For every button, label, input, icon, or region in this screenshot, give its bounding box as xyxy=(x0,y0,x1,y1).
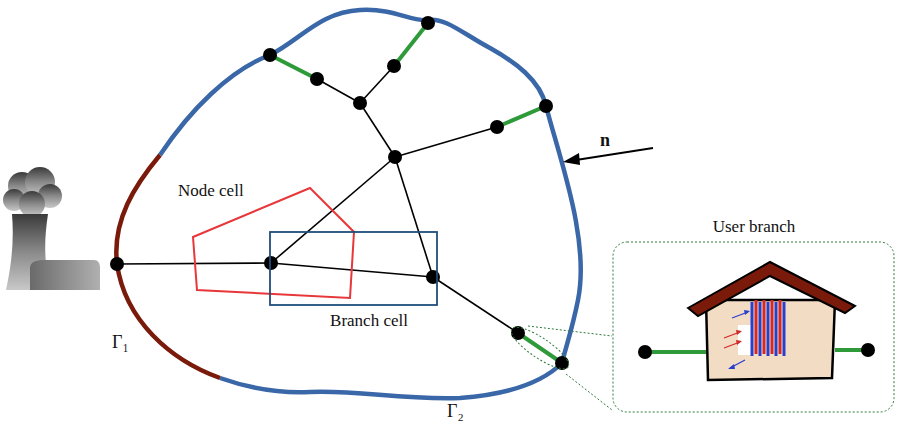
node-shape xyxy=(270,232,437,305)
network-branches xyxy=(117,66,518,333)
node-label: User branch xyxy=(713,218,796,237)
boundary-label: Γ₁ xyxy=(112,333,129,353)
node-shape xyxy=(193,188,354,298)
node-cell-polygon: Node cell xyxy=(172,180,358,304)
boundary-label: Γ₂ xyxy=(447,402,464,422)
node-outline xyxy=(612,214,896,414)
node-shape xyxy=(613,242,894,412)
normal-arrow xyxy=(563,148,653,165)
zoom-leader xyxy=(506,321,612,410)
node-label: Node cell xyxy=(178,182,244,201)
house-illustration xyxy=(638,262,875,380)
node-label: Branch cell xyxy=(330,312,408,331)
branch-cell-rect: Branch cell xyxy=(266,228,442,338)
normal-vector-label: n xyxy=(600,131,610,151)
heat-plant-icon xyxy=(3,167,100,290)
network-nodes xyxy=(110,16,569,370)
boundary-gamma2 xyxy=(160,10,581,398)
user-branch-inset: User branch xyxy=(612,214,896,414)
